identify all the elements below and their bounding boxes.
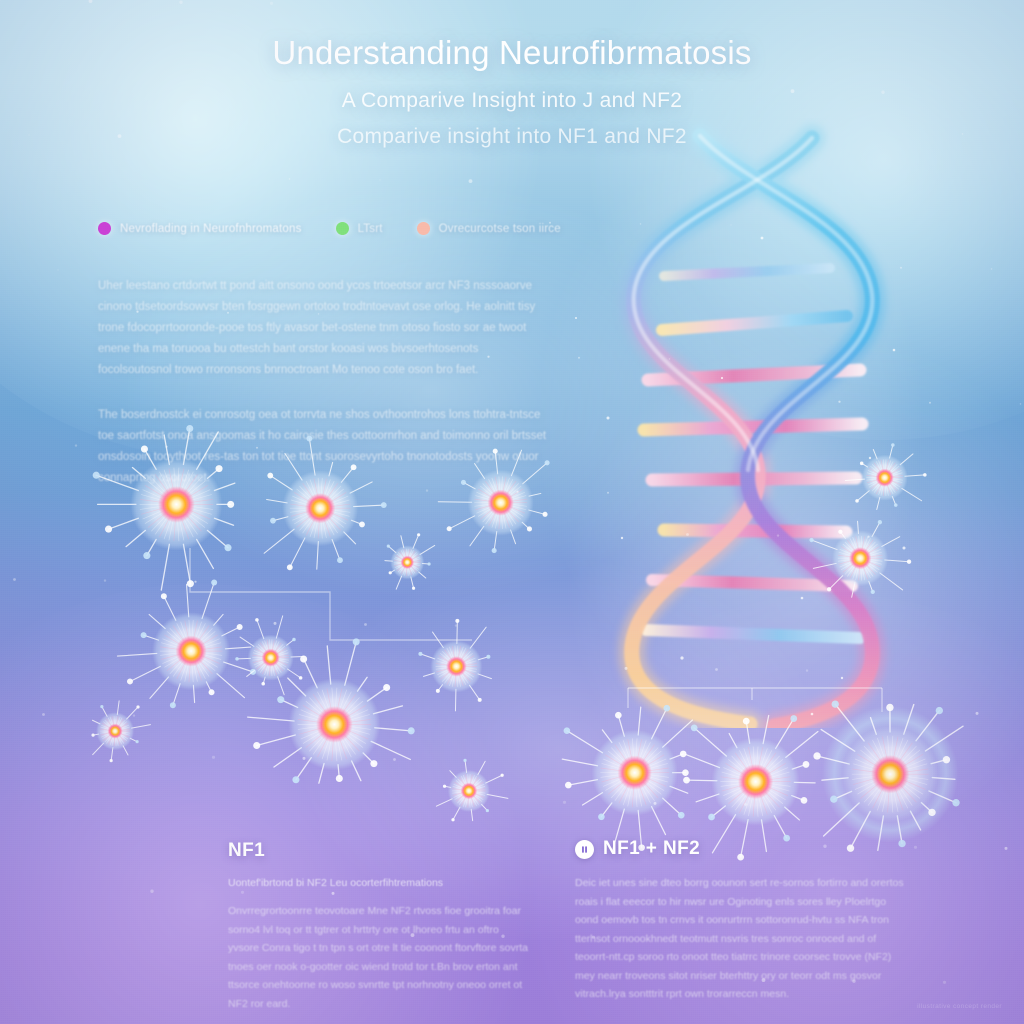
dna-sparkle-particles: [575, 236, 906, 716]
intro-paragraph-1: Uher leestano crtdortwt tt pond aitt ons…: [98, 276, 550, 381]
info-icon: [575, 839, 594, 859]
cell-nucleus: [304, 492, 336, 524]
legend-dot-icon: [98, 222, 111, 235]
cell-dendrites: [246, 637, 415, 784]
cell-node: [78, 538, 304, 764]
cell-nucleus: [460, 782, 478, 800]
cell-dendrites: [418, 618, 492, 712]
cell-node: [408, 730, 530, 852]
cell-nucleus: [487, 489, 515, 517]
cell-nucleus: [261, 648, 281, 668]
section-nf1-subtitle: Uontef'ibrtond bi NF2 Leu ocorterfihtrem…: [228, 874, 528, 892]
cell-node: [405, 407, 596, 598]
dna-helix-svg: [575, 123, 906, 728]
section-nf1-body: Onvrregrortoonrre teovotoare Mne NF2 rtv…: [228, 902, 528, 1013]
cell-dendrites: [809, 519, 912, 598]
cell-node: [510, 648, 759, 897]
legend-item-label: Nevroflading in Neurofnhromatons: [120, 223, 302, 235]
legend: Nevroflading in Neurofnhromatons LTsrt O…: [98, 222, 561, 235]
intro-paragraph-2: The boserdnostck ei conrosotg oea ot tor…: [98, 405, 550, 489]
cell-node: [628, 654, 883, 909]
section-nf1-nf2-header: NF1 + NF2: [575, 838, 905, 860]
cell-node: [204, 591, 337, 724]
legend-item-2[interactable]: Ovrecurcotse tson iirce: [416, 222, 561, 235]
legend-item-label: Ovrecurcotse tson iirce: [439, 223, 561, 235]
legend-dot-icon: [335, 222, 349, 235]
page-title: Understanding Neurofibrmatosis: [0, 34, 1024, 72]
page-subtitle-primary: A Comparive Insight into J and NF2: [0, 89, 1024, 113]
cell-node: [358, 513, 457, 612]
cell-node: [43, 371, 310, 638]
cell-nucleus: [875, 468, 895, 488]
legend-dot-icon: [416, 222, 430, 235]
watermark: illustrative concept render: [917, 1003, 1002, 1010]
poster-header: Understanding Neurofibrmatosis A Compari…: [0, 34, 1024, 149]
cell-node: [381, 591, 532, 742]
cell-nucleus: [157, 485, 195, 523]
intro-copy-block: Uher leestano crtdortwt tt pond aitt ons…: [98, 276, 550, 489]
cell-node: [751, 635, 1024, 913]
cell-nucleus: [107, 723, 123, 739]
cell-nucleus: [315, 705, 353, 743]
cell-nucleus: [445, 655, 467, 677]
section-nf1: NF1 Uontef'ibrtond bi NF2 Leu ocorterfih…: [228, 840, 528, 1013]
cell-node: [201, 591, 468, 858]
legend-item-0[interactable]: Nevroflading in Neurofnhromatons: [98, 222, 302, 235]
cell-nucleus: [617, 755, 653, 791]
cell-nucleus: [738, 764, 774, 800]
cell-nucleus: [870, 754, 910, 794]
section-nf1-nf2-body: Deic iet unes sine dteo borrg oounon ser…: [575, 874, 905, 1004]
legend-item-1[interactable]: LTsrt: [335, 222, 383, 235]
legend-item-label: LTsrt: [358, 223, 383, 235]
section-nf1-nf2: NF1 + NF2 Deic iet unes sine dteo borrg …: [575, 838, 905, 1004]
section-nf1-header: NF1: [228, 840, 528, 862]
cell-nucleus: [175, 635, 207, 667]
section-nf1-nf2-title: NF1 + NF2: [603, 838, 700, 860]
cell-nucleus: [848, 546, 872, 570]
cell-nucleus: [400, 555, 414, 569]
section-nf1-title: NF1: [228, 840, 265, 862]
cell-dendrites: [92, 424, 236, 591]
cell-node: [210, 398, 430, 618]
cell-node: [60, 676, 170, 786]
cell-node: [779, 477, 941, 639]
cell-node: [818, 411, 951, 544]
page-subtitle-secondary: Comparive insight into NF1 and NF2: [0, 125, 1024, 149]
cell-dendrites: [384, 532, 435, 590]
